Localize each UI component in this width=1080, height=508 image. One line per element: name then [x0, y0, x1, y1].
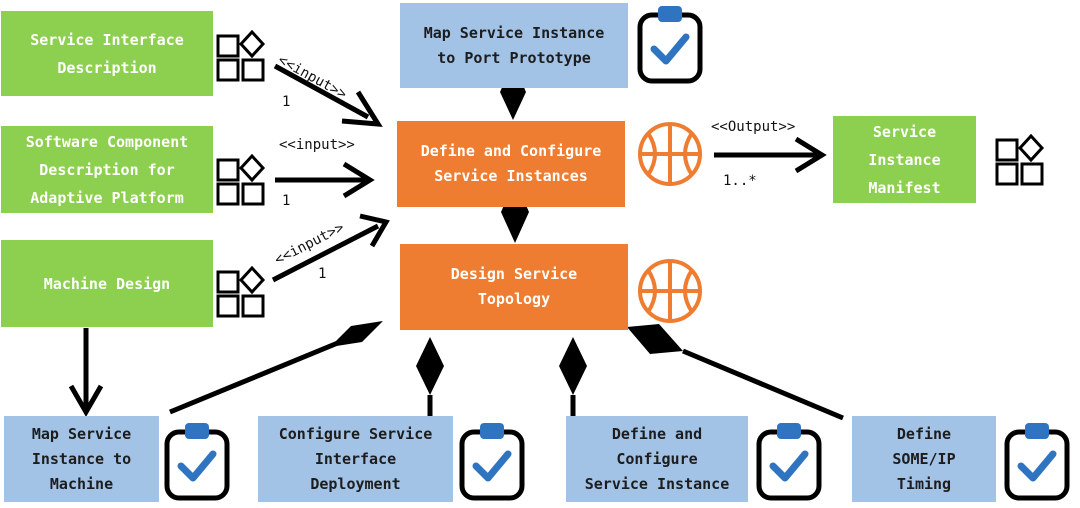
- output-label: <<Output>>: [711, 119, 796, 135]
- machine-design[interactable]: Machine Design: [1, 240, 213, 327]
- composition-configure-deployment: [416, 337, 444, 418]
- composition-define-instance: [559, 337, 587, 418]
- output-arrow: [714, 136, 827, 174]
- service-instance-manifest[interactable]: Service Instance Manifest: [833, 116, 976, 203]
- composition-map-port: [500, 62, 526, 120]
- clipboard-check-icon: [756, 423, 822, 501]
- shapes-icon: [216, 266, 266, 318]
- input-arrow-3: [271, 213, 390, 283]
- down-arrow: [68, 328, 104, 418]
- clipboard-check-icon: [637, 6, 703, 84]
- map-service-instance-to-machine[interactable]: Map Service Instance to Machine: [4, 416, 159, 502]
- multiplicity-3: 1: [318, 266, 327, 282]
- composition-map-machine: [169, 321, 383, 415]
- multiplicity-2: 1: [282, 193, 291, 209]
- shapes-icon: [995, 134, 1045, 186]
- basketball-icon: [638, 259, 702, 323]
- multiplicity-output: 1..*: [723, 173, 757, 189]
- map-service-instance-to-port-prototype[interactable]: Map Service Instance to Port Prototype: [400, 3, 628, 88]
- define-configure-service-instances-task[interactable]: Define and Configure Service Instances: [397, 121, 625, 207]
- input-label-2: <<input>>: [279, 137, 355, 153]
- multiplicity-1: 1: [282, 94, 291, 110]
- composition-someip-timing: [627, 324, 844, 421]
- clipboard-check-icon: [459, 423, 525, 501]
- composition-topology-instances: [501, 180, 529, 243]
- define-someip-timing[interactable]: Define SOME/IP Timing: [852, 416, 996, 502]
- input-arrow-2: [275, 161, 375, 199]
- define-configure-service-instance[interactable]: Define and Configure Service Instance: [566, 416, 748, 502]
- clipboard-check-icon: [164, 423, 230, 501]
- design-service-topology-task[interactable]: Design Service Topology: [400, 244, 628, 330]
- shapes-icon: [216, 30, 266, 82]
- basketball-icon: [638, 122, 702, 186]
- input-arrow-1: [273, 63, 383, 127]
- software-component-description[interactable]: Software Component Description for Adapt…: [1, 126, 213, 213]
- service-interface-description[interactable]: Service Interface Description: [1, 11, 213, 96]
- shapes-icon: [216, 154, 266, 206]
- configure-service-interface-deployment[interactable]: Configure Service Interface Deployment: [258, 416, 453, 502]
- clipboard-check-icon: [1004, 423, 1070, 501]
